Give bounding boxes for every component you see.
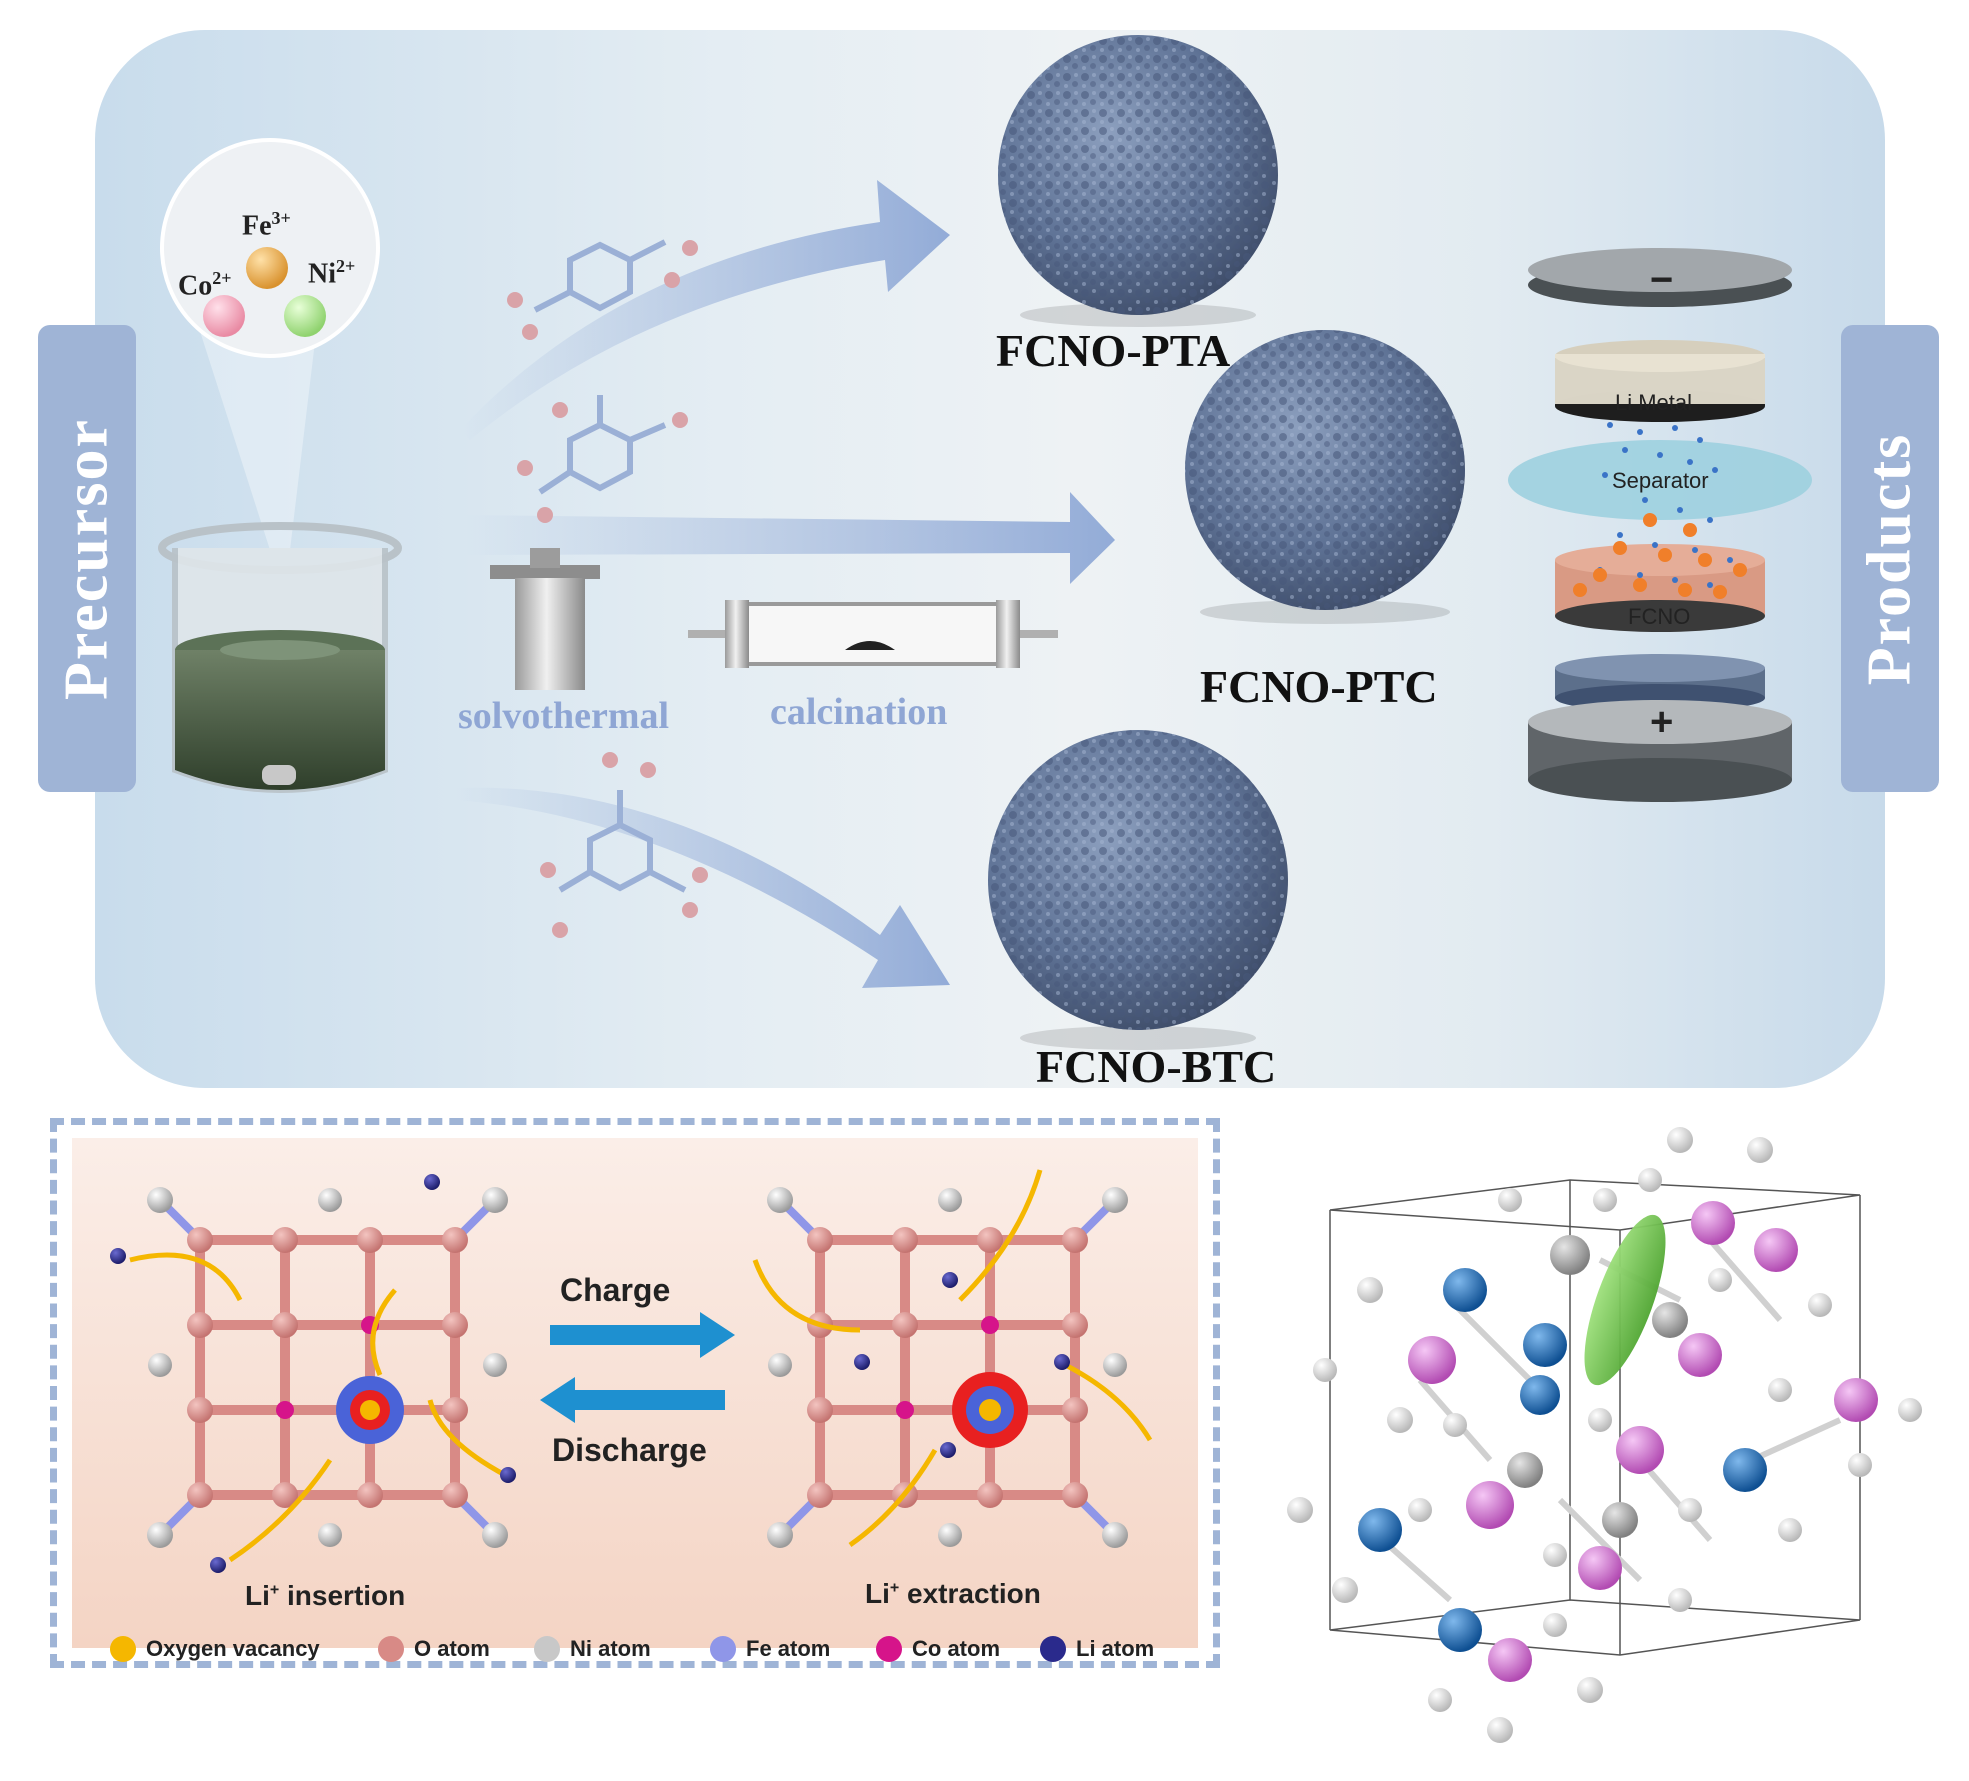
insertion-caption: Li+ insertion (245, 1580, 406, 1611)
fe-ion-label: Fe3+ (242, 208, 291, 242)
lattice-insertion (110, 1174, 516, 1573)
discharge-label: Discharge (552, 1432, 707, 1468)
co-ion-sphere (203, 295, 245, 337)
arrow-to-btc (455, 787, 950, 988)
li-metal-label: Li Metal (1615, 390, 1693, 415)
fcno-pta-sphere (998, 35, 1278, 327)
cathode-particle-dots (1573, 513, 1747, 599)
btc-linker-icon (540, 752, 708, 938)
arrow-to-ptc (465, 492, 1115, 584)
fcno-ptc-label: FCNO-PTC (1200, 661, 1438, 712)
calcination-label: calcination (770, 691, 948, 733)
lithium-ion-highlight (1584, 1214, 1666, 1386)
charge-label: Charge (560, 1272, 671, 1308)
o-atom-swatch (378, 1636, 404, 1662)
charge-arrow (550, 1312, 735, 1358)
co-atom-swatch (876, 1636, 902, 1662)
discharge-arrow (540, 1377, 725, 1423)
magnifier-cone (190, 300, 320, 550)
tube-furnace-icon (688, 600, 1058, 668)
legend-fe-atom: Fe atom (710, 1636, 830, 1662)
legend-li-atom: Li atom (1040, 1636, 1154, 1662)
arrow-to-pta (460, 180, 950, 440)
fcno-btc-label: FCNO-BTC (1036, 1041, 1277, 1092)
fcno-cathode-label: FCNO (1628, 604, 1691, 629)
synthesis-diagram (158, 35, 1812, 1050)
extraction-caption: Li+ extraction (865, 1578, 1041, 1609)
battery-stack (1508, 248, 1812, 802)
ni-ion-label: Ni2+ (308, 256, 356, 290)
pta-linker-icon (507, 239, 698, 340)
ni-ion-sphere (284, 295, 326, 337)
separator-label: Separator (1612, 468, 1709, 493)
fcno-btc-sphere (988, 730, 1288, 1050)
li-atom-swatch (1040, 1636, 1066, 1662)
ptc-linker-icon (517, 395, 688, 523)
negative-terminal-label: − (1650, 258, 1674, 302)
mechanism-panel (50, 1118, 1220, 1668)
products-tab: Products (1841, 325, 1939, 792)
mechanism-diagram (110, 1169, 1153, 1573)
legend-o-atom: O atom (378, 1636, 490, 1662)
precursor-tab: Precursor (38, 325, 136, 792)
fcno-ptc-sphere (1185, 330, 1465, 624)
legend-oxygen-vacancy: Oxygen vacancy (110, 1636, 320, 1662)
positive-terminal-label: + (1650, 700, 1674, 744)
crystal-structure (1287, 1127, 1922, 1743)
fcno-pta-label: FCNO-PTA (996, 325, 1231, 376)
co-ion-label: Co2+ (178, 268, 232, 302)
li-ion-dots (1597, 422, 1733, 588)
oxygen-vacancy-swatch (110, 1636, 136, 1662)
ni-atom-swatch (534, 1636, 560, 1662)
autoclave-icon (490, 548, 600, 690)
legend-co-atom: Co atom (876, 1636, 1000, 1662)
fe-ion-sphere (246, 247, 288, 289)
fe-atom-swatch (710, 1636, 736, 1662)
legend-ni-atom: Ni atom (534, 1636, 651, 1662)
beaker-icon (158, 522, 402, 793)
lattice-extraction (752, 1169, 1153, 1548)
solvothermal-label: solvothermal (458, 695, 670, 737)
